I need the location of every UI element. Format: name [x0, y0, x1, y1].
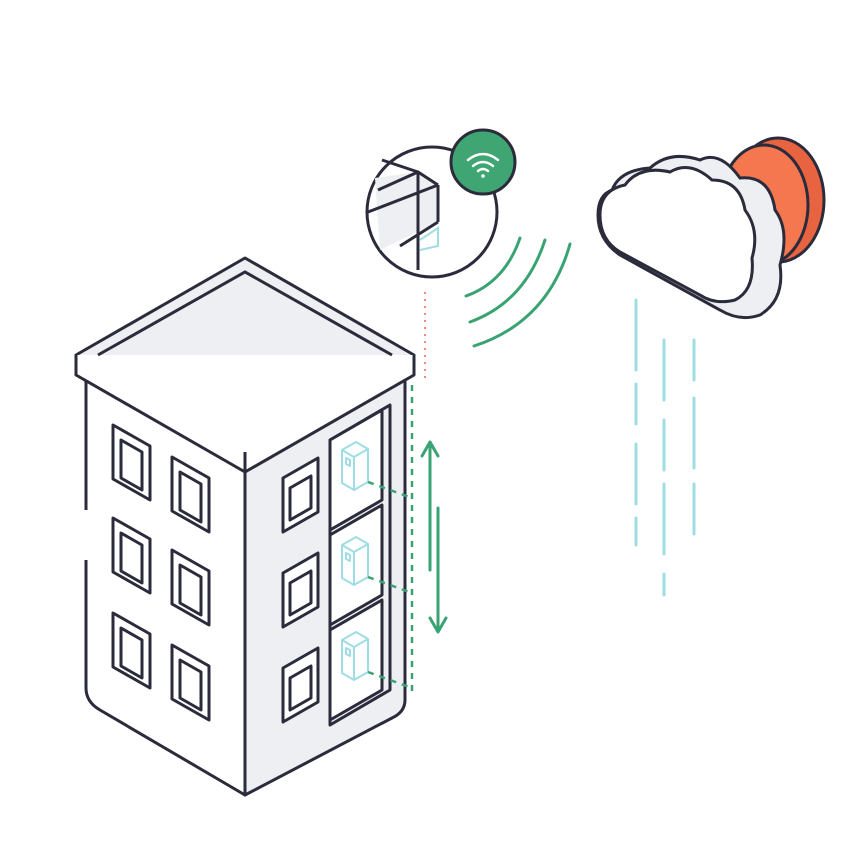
sensor-leader-lines: [367, 385, 414, 692]
building: [74, 256, 416, 797]
signal-waves: [464, 236, 572, 348]
rain-lines: [634, 298, 696, 597]
wifi-icon: [449, 128, 517, 196]
weather-group: [596, 136, 826, 597]
cloud-icon: [596, 154, 786, 320]
sensor-column: [328, 385, 414, 727]
right-windows: [281, 456, 320, 724]
double-arrow-icon: [420, 440, 448, 634]
left-windows: [111, 423, 211, 722]
sensor-detail-magnifier: [365, 128, 517, 279]
